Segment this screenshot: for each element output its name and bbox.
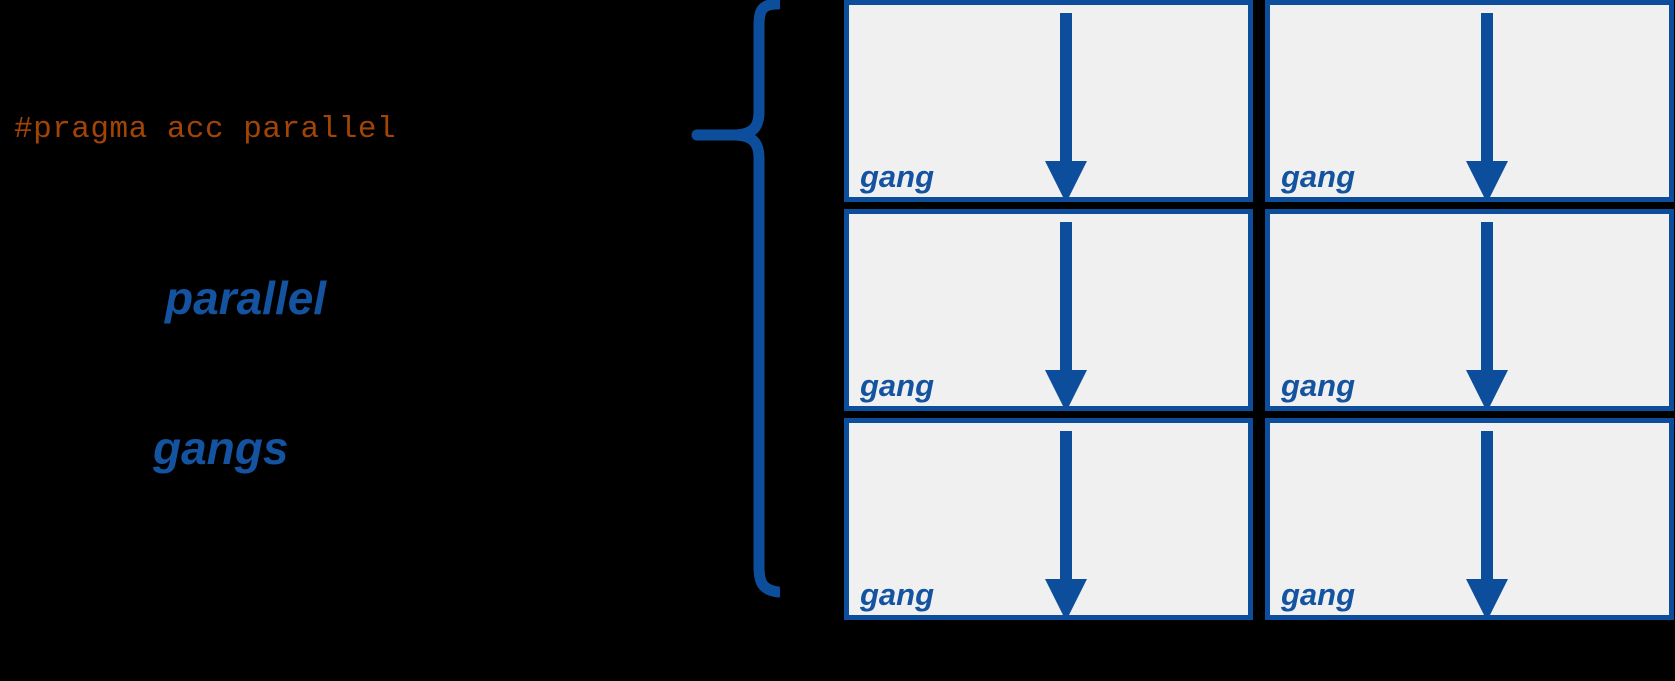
- label-parallel: parallel: [165, 272, 327, 324]
- gang-label: gang: [860, 159, 935, 194]
- brace-svg: [691, 0, 784, 598]
- down-arrow-icon: [1465, 13, 1509, 197]
- gang-cell[interactable]: gang: [1265, 0, 1674, 202]
- pragma-code-text: #pragma acc parallel: [14, 112, 397, 147]
- down-arrow-icon: [1044, 13, 1088, 197]
- gang-cell[interactable]: gang: [844, 0, 1253, 202]
- gang-label: gang: [860, 577, 935, 612]
- gang-label: gang: [860, 368, 935, 403]
- gang-cell[interactable]: gang: [844, 209, 1253, 411]
- gang-label: gang: [1281, 577, 1356, 612]
- gang-cell[interactable]: gang: [1265, 418, 1674, 620]
- down-arrow-icon: [1465, 431, 1509, 615]
- gang-cell[interactable]: gang: [844, 418, 1253, 620]
- gang-cell[interactable]: gang: [1265, 209, 1674, 411]
- label-gangs: gangs: [153, 422, 289, 474]
- gang-grid: gang gang gang gang: [844, 0, 1674, 641]
- down-arrow-icon: [1465, 222, 1509, 406]
- gang-label: gang: [1281, 368, 1356, 403]
- left-curly-brace-icon: [690, 0, 784, 676]
- gang-label: gang: [1281, 159, 1356, 194]
- down-arrow-icon: [1044, 431, 1088, 615]
- down-arrow-icon: [1044, 222, 1088, 406]
